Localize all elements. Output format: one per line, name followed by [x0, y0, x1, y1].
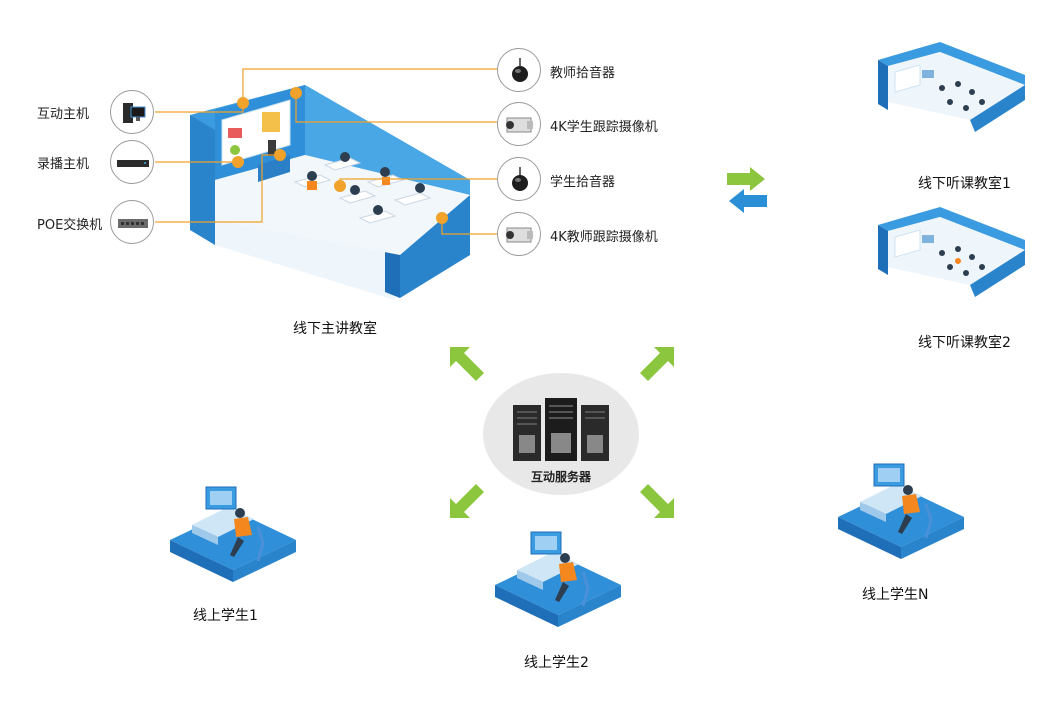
- server-node: 互动服务器: [483, 373, 639, 495]
- online-student-label: 线上学生1: [193, 608, 258, 624]
- remote-classroom-label: 线下听课教室1: [918, 176, 1011, 192]
- main-classroom: 互动主机 录播主机 POE交换机 教师拾音器 4K学生跟踪摄像机 学生拾音器 4…: [0, 0, 658, 340]
- device-label: POE交换机: [37, 218, 103, 233]
- main-classroom-illustration: [155, 68, 497, 300]
- online-student-illustration: [495, 531, 621, 627]
- arrow-icon: [640, 484, 674, 518]
- camera-icon: [497, 212, 541, 256]
- microphone-icon: [497, 157, 541, 201]
- device-label: 互动主机: [37, 107, 90, 122]
- device-label: 录播主机: [37, 157, 90, 172]
- device-label: 教师拾音器: [550, 66, 616, 81]
- arrow-icon: [450, 484, 484, 518]
- pc-tower-icon: [110, 90, 154, 134]
- device-label: 4K学生跟踪摄像机: [550, 120, 658, 135]
- arrow-icon: [640, 347, 674, 381]
- device-label: 4K教师跟踪摄像机: [550, 230, 658, 245]
- server-label: 互动服务器: [530, 470, 591, 484]
- camera-icon: [497, 102, 541, 146]
- recorder-icon: [110, 140, 154, 184]
- online-student-illustration: [838, 463, 964, 559]
- online-student-label: 线上学生2: [524, 655, 589, 671]
- server-rack-icon: [513, 398, 609, 461]
- remote-classroom-illustration: [878, 42, 1025, 132]
- remote-classroom-illustration: [878, 207, 1025, 297]
- switch-icon: [110, 200, 154, 244]
- online-student-label: 线上学生N: [862, 587, 929, 603]
- arrow-icon: [450, 347, 484, 381]
- main-classroom-title: 线下主讲教室: [293, 321, 377, 337]
- device-label: 学生拾音器: [550, 175, 616, 190]
- online-student-illustration: [170, 486, 296, 582]
- microphone-icon: [497, 48, 541, 92]
- sync-arrows-icon: [727, 167, 767, 213]
- remote-classroom-label: 线下听课教室2: [918, 335, 1011, 351]
